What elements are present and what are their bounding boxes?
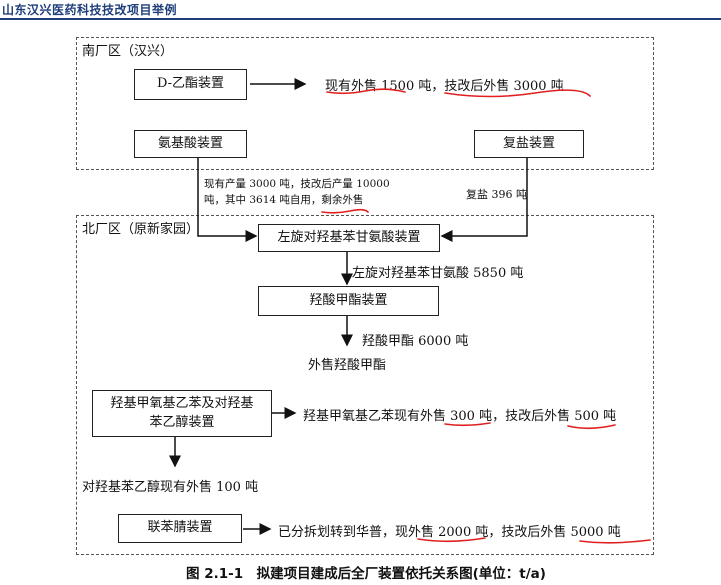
north-plant-label: 北厂区（原新家园）	[80, 218, 202, 237]
hydroxy-ester-external-sale: 外售羟酸甲酯	[308, 358, 387, 373]
amino-acid-unit-box: 氨基酸装置	[134, 130, 247, 158]
north-plant-region	[76, 215, 654, 555]
hydroxyphenylglycine-quantity: 左旋对羟基苯甘氨酸 5850 吨	[352, 266, 524, 281]
double-salt-unit-box: 复盐装置	[474, 130, 584, 158]
methoxy-ethylbenzene-sale-text: 羟基甲氧基乙苯现有外售 300 吨，技改后外售 500 吨	[303, 409, 617, 424]
south-plant-label: 南厂区（汉兴）	[80, 40, 176, 59]
hydroxy-ester-unit-box: 羟酸甲酯装置	[258, 286, 439, 316]
d-ester-sale-text: 现有外售 1500 吨，技改后外售 3000 吨	[325, 79, 564, 94]
biphenyl-nitrile-sale-text: 已分拆划转到华普，现外售 2000 吨，技改后外售 5000 吨	[278, 525, 621, 540]
biphenyl-nitrile-unit-box: 联苯腈装置	[118, 514, 242, 543]
hydroxy-ester-quantity: 羟酸甲酯 6000 吨	[362, 334, 469, 349]
d-ester-unit-box: D-乙酯装置	[134, 69, 247, 100]
figure-caption: 图 2.1-1 拟建项目建成后全厂装置依托关系图(单位：t/a)	[186, 566, 546, 582]
amino-acid-production-note: 现有产量 3000 吨，技改后产量 10000 吨，其中 3614 吨自用，剩余…	[204, 178, 390, 206]
phenylethanol-sale-text: 对羟基苯乙醇现有外售 100 吨	[82, 480, 259, 495]
south-plant-region	[76, 37, 654, 170]
page-header: 山东汉兴医药科技技改项目举例	[0, 0, 721, 20]
header-title: 山东汉兴医药科技技改项目举例	[2, 3, 178, 17]
double-salt-quantity: 复盐 396 吨	[466, 188, 527, 201]
hydroxyphenylglycine-unit-box: 左旋对羟基苯甘氨酸装置	[258, 224, 440, 252]
methoxy-phenylethanol-unit-box: 羟基甲氧基乙苯及对羟基苯乙醇装置	[92, 390, 272, 437]
